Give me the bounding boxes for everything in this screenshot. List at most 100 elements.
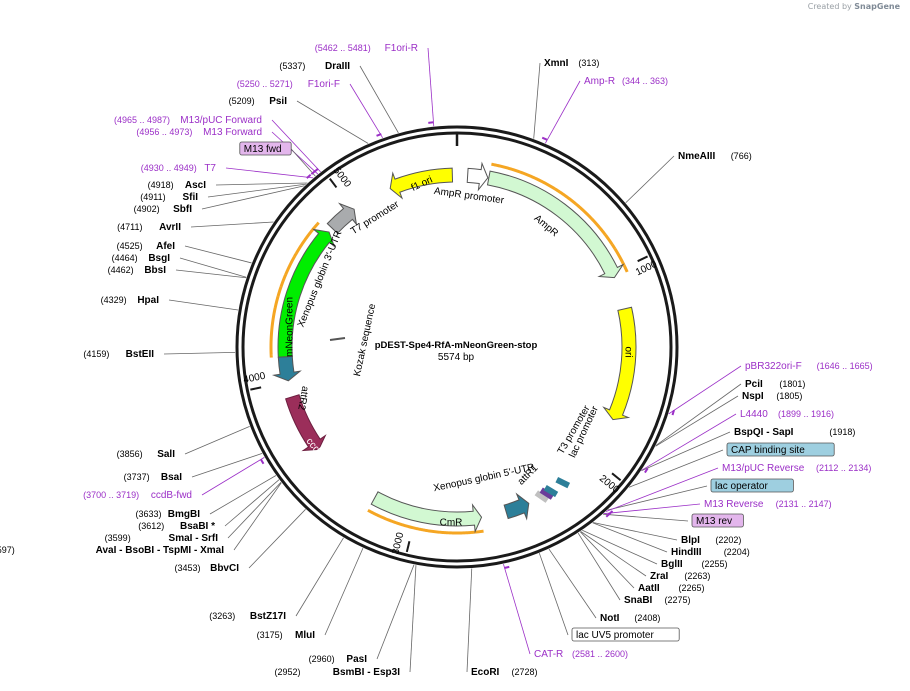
site-t7[interactable]: T7(4930 .. 4949) xyxy=(141,163,217,174)
site-afei[interactable]: AfeI(4525) xyxy=(117,241,176,252)
site-name: F1ori-R xyxy=(385,43,418,54)
site-location: (1805) xyxy=(776,391,802,401)
small-feature-mark xyxy=(539,487,555,500)
site-sfii[interactable]: SfiI(4911) xyxy=(140,192,198,203)
site-m13-puc-reverse[interactable]: M13/pUC Reverse(2112 .. 2134) xyxy=(722,463,871,474)
orf-ampr xyxy=(491,162,629,273)
feature-ampr-promoter[interactable] xyxy=(466,161,489,192)
site-bmgbi[interactable]: BmgBI(3633) xyxy=(135,509,200,520)
ring-tick-mark xyxy=(250,386,262,391)
site-pasi[interactable]: PasI(2960) xyxy=(309,654,368,665)
site-bsabi[interactable]: BsaBI *(3612) xyxy=(138,521,215,532)
site-location: (2275) xyxy=(665,595,691,605)
feature-mneongreen[interactable] xyxy=(277,228,336,358)
feature-ori[interactable] xyxy=(602,306,637,421)
site-avai-bsobi-tspmi-xmai[interactable]: AvaI - BsoBI - TspMI - XmaI(3597) xyxy=(0,545,224,556)
site-avrii[interactable]: AvrII(4711) xyxy=(117,222,181,233)
site-location: (2265) xyxy=(679,583,705,593)
site-m13-fwd[interactable]: M13 fwd xyxy=(239,141,292,156)
site-hpai[interactable]: HpaI(4329) xyxy=(101,295,160,306)
site-m13-puc-forward[interactable]: M13/pUC Forward(4965 .. 4987) xyxy=(114,115,262,126)
feature-cmr[interactable] xyxy=(370,491,483,534)
site-name: NotI xyxy=(600,613,620,624)
site-location: (2255) xyxy=(702,559,728,569)
plasmid-name: pDEST-Spe4-RfA-mNeonGreen-stop xyxy=(375,340,538,351)
site-hindiii[interactable]: HindIII(2204) xyxy=(671,547,750,558)
site-location: (4329) xyxy=(101,295,127,305)
site-blpi[interactable]: BlpI(2202) xyxy=(681,535,741,546)
site-name: BglII xyxy=(661,559,683,570)
backbone-ring xyxy=(235,125,679,569)
site-smai-srfi[interactable]: SmaI - SrfI(3599) xyxy=(105,533,219,544)
primer-mark xyxy=(260,458,265,465)
feature-box-label: lac UV5 promoter xyxy=(576,630,654,641)
site-f1ori-r[interactable]: F1ori-R(5462 .. 5481) xyxy=(315,43,418,54)
site-name: ccdB-fwd xyxy=(151,490,192,501)
site-location: (3700 .. 3719) xyxy=(83,490,139,500)
backbone-outer xyxy=(235,125,679,569)
site-nspi[interactable]: NspI(1805) xyxy=(742,391,802,402)
site-location: (344 .. 363) xyxy=(622,76,668,86)
site-f1ori-f[interactable]: F1ori-F(5250 .. 5271) xyxy=(237,79,340,90)
site-mlui[interactable]: MluI(3175) xyxy=(257,630,316,641)
site-draiii[interactable]: DraIII(5337) xyxy=(279,61,350,72)
site-bbvci[interactable]: BbvCI(3453) xyxy=(174,563,239,574)
site-location: (4159) xyxy=(83,349,109,359)
feature-ampr[interactable] xyxy=(486,170,625,279)
site-noti[interactable]: NotI(2408) xyxy=(600,613,660,624)
site-bsai[interactable]: BsaI(3737) xyxy=(124,472,183,483)
site-bsteii[interactable]: BstEII(4159) xyxy=(83,349,154,360)
site-location: (5209) xyxy=(229,96,255,106)
site-name: L4440 xyxy=(740,409,768,420)
site-nmeaiii[interactable]: NmeAIII(766) xyxy=(678,151,752,162)
site-pcii[interactable]: PciI(1801) xyxy=(745,379,805,390)
feature-box xyxy=(691,513,744,528)
feature-attr2[interactable] xyxy=(271,355,302,382)
site-zrai[interactable]: ZraI(2263) xyxy=(650,571,710,582)
site-pbr322ori-f[interactable]: pBR322ori-F(1646 .. 1665) xyxy=(745,361,873,372)
site-location: (2952) xyxy=(274,667,300,677)
feature-ccdb[interactable] xyxy=(285,394,327,452)
site-location: (766) xyxy=(731,151,752,161)
site-location: (1646 .. 1665) xyxy=(817,361,873,371)
site-name: SbfI xyxy=(173,204,192,215)
site-cap-binding-site[interactable]: CAP binding site xyxy=(726,442,835,457)
feature-f1-ori[interactable] xyxy=(389,167,454,200)
site-asci[interactable]: AscI(4918) xyxy=(148,180,207,191)
leader-line xyxy=(427,47,435,127)
site-name: T7 xyxy=(204,163,216,174)
site-m13-rev[interactable]: M13 rev xyxy=(691,513,744,528)
site-aatii[interactable]: AatII(2265) xyxy=(638,583,705,594)
site-ccdb-fwd[interactable]: ccdB-fwd (3700 .. 3719) xyxy=(83,490,192,501)
site-snabi[interactable]: SnaBI(2275) xyxy=(624,595,691,606)
site-m13-forward[interactable]: M13 Forward(4956 .. 4973) xyxy=(136,127,262,138)
leader-line xyxy=(295,537,344,617)
site-bglii[interactable]: BglII (2255) xyxy=(661,559,728,570)
site-bbsi[interactable]: BbsI(4462) xyxy=(108,265,167,276)
leader-line xyxy=(466,568,473,673)
leader-line xyxy=(175,269,247,279)
feature-attr1[interactable] xyxy=(503,492,530,521)
site-ecori[interactable]: EcoRI(2728) xyxy=(471,667,538,678)
site-bsgi[interactable]: BsgI(4464) xyxy=(112,253,171,264)
site-bsmbi-esp3i[interactable]: BsmBI - Esp3I(2952) xyxy=(274,667,400,678)
site-sbfi[interactable]: SbfI(4902) xyxy=(134,204,193,215)
site-lac-uv5-promoter[interactable]: lac UV5 promoter xyxy=(571,627,680,642)
site-sali[interactable]: SalI(3856) xyxy=(117,449,176,460)
site-name: M13 Reverse xyxy=(704,499,764,510)
site-bspqi-sapi[interactable]: BspQI - SapI(1918) xyxy=(734,427,855,438)
feature-xenopus-globin-3-utr[interactable] xyxy=(326,202,358,234)
leader-line xyxy=(215,182,308,186)
site-m13-reverse[interactable]: M13 Reverse(2131 .. 2147) xyxy=(704,499,832,510)
site-xmni[interactable]: XmnI(313) xyxy=(544,58,599,69)
site-l4440[interactable]: L4440(1899 .. 1916) xyxy=(740,409,834,420)
site-cat-r[interactable]: CAT-R(2581 .. 2600) xyxy=(534,649,628,660)
feature-box xyxy=(571,627,680,642)
site-name: SfiI xyxy=(182,192,198,203)
site-location: (3263) xyxy=(209,611,235,621)
site-lac-operator[interactable]: lac operator xyxy=(710,478,794,493)
site-bstz17i[interactable]: BstZ17I(3263) xyxy=(209,611,286,622)
leader-line xyxy=(271,119,321,173)
site-psii[interactable]: PsiI(5209) xyxy=(229,96,288,107)
site-amp-r[interactable]: Amp-R(344 .. 363) xyxy=(584,76,668,87)
